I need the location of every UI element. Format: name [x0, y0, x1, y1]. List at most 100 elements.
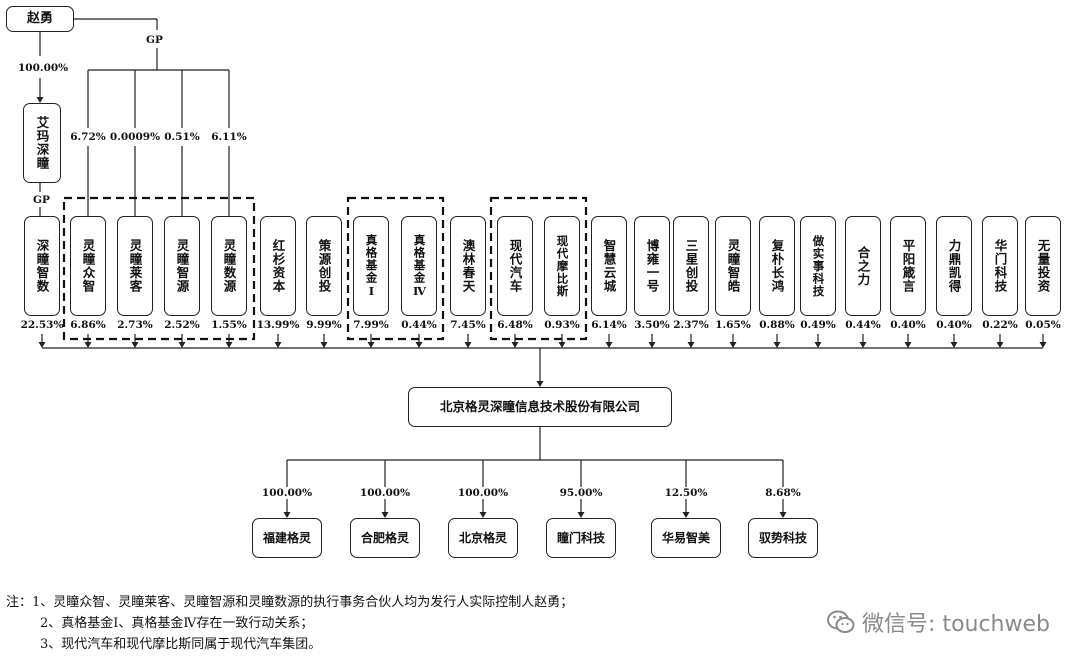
shareholder-name: 真格基金Ⅰ	[364, 233, 379, 299]
subsidiary-arrow-head	[381, 512, 389, 518]
shareholder-pct: 0.88%	[759, 319, 795, 331]
shareholder-name: 博雍一号	[644, 239, 660, 293]
aima-box: 艾玛深瞳	[23, 103, 61, 183]
shareholder-arrow-head	[729, 342, 737, 348]
shareholder-arrow-head	[859, 342, 867, 348]
shareholder-arrow-head	[773, 342, 781, 348]
shareholder-pct: 2.52%	[164, 319, 200, 331]
gp-pct: 6.11%	[211, 131, 247, 143]
shareholder-arrow-head	[464, 342, 472, 348]
shareholder-arrow-head	[814, 342, 822, 348]
shareholder-box: 华门科技	[982, 216, 1018, 316]
shareholder-pct: 0.40%	[936, 319, 972, 331]
shareholder-pct: 13.99%	[256, 319, 300, 331]
subsidiary-pct: 8.68%	[753, 487, 813, 499]
shareholder-arrow-head	[131, 342, 139, 348]
founder-box: 赵勇	[6, 6, 74, 32]
shareholder-arrow-head	[904, 342, 912, 348]
shareholder-arrow-head	[367, 342, 375, 348]
shareholder-box: 复朴长鸿	[759, 216, 795, 316]
shareholder-arrow-head	[1039, 342, 1047, 348]
shareholder-arrow-head	[996, 342, 1004, 348]
shareholder-box: 策源创投	[306, 216, 342, 316]
shareholder-pct: 3.50%	[634, 319, 670, 331]
shareholder-box: 澳林春天	[450, 216, 486, 316]
watermark-text: 微信号: touchweb	[862, 612, 1050, 637]
shareholder-name: 现代摩比斯	[555, 234, 570, 298]
shareholder-box: 做实事科技	[800, 216, 836, 316]
shareholder-name: 合之力	[855, 245, 871, 287]
shareholder-pct: 7.99%	[353, 319, 389, 331]
shareholder-arrow-head	[558, 342, 566, 348]
shareholder-arrow-head	[320, 342, 328, 348]
shareholder-box: 灵瞳数源	[211, 216, 247, 316]
founder-aima-pct: 100.00%	[18, 62, 69, 74]
shareholder-pct: 1.65%	[715, 319, 751, 331]
shareholder-name: 现代汽车	[507, 239, 523, 293]
aima-name: 艾玛深瞳	[34, 116, 50, 170]
subsidiary-box: 华易智美	[651, 518, 721, 558]
gp-label-top: GP	[146, 34, 163, 46]
company-arrow-head	[536, 381, 544, 387]
subsidiary-name: 驭势科技	[758, 531, 807, 545]
shareholder-box: 三星创投	[673, 216, 709, 316]
shareholder-pct: 0.44%	[401, 319, 437, 331]
shareholder-box: 合之力	[845, 216, 881, 316]
shareholder-pct: 0.40%	[890, 319, 926, 331]
shareholder-pct: 0.05%	[1025, 319, 1061, 331]
subsidiary-name: 福建格灵	[262, 531, 311, 545]
subsidiary-arrow-head	[479, 512, 487, 518]
shareholder-box: 灵瞳众智	[70, 216, 106, 316]
note-2: 2、真格基金Ⅰ、真格基金Ⅳ存在一致行动关系；	[40, 616, 314, 631]
aima-arrow-head	[36, 97, 44, 103]
shareholder-box: 现代摩比斯	[544, 216, 580, 316]
gp-pct: 0.51%	[164, 131, 200, 143]
shareholder-arrow-head	[511, 342, 519, 348]
group-lingtong-partners	[62, 196, 256, 341]
shareholder-name: 灵瞳众智	[80, 239, 96, 293]
subsidiary-arrow-head	[577, 512, 585, 518]
shareholder-name: 三星创投	[683, 239, 699, 293]
wechat-icon	[827, 610, 855, 633]
shareholder-name: 灵瞳数源	[221, 239, 237, 293]
shareholder-pct: 2.73%	[117, 319, 153, 331]
shareholder-pct: 6.14%	[591, 319, 627, 331]
shareholder-box: 灵瞳智源	[164, 216, 200, 316]
note-3: 3、现代汽车和现代摩比斯同属于现代汽车集团。	[40, 637, 322, 652]
subsidiary-arrow-head	[779, 512, 787, 518]
subsidiary-name: 瞳门科技	[556, 531, 605, 545]
shareholder-name: 无量投资	[1035, 239, 1051, 293]
shareholder-box: 力鼎凯得	[936, 216, 972, 316]
subsidiary-pct: 95.00%	[551, 487, 611, 499]
shareholder-arrow-head	[605, 342, 613, 348]
shareholder-box: 无量投资	[1025, 216, 1061, 316]
subsidiary-pct: 100.00%	[355, 487, 415, 499]
shareholder-pct: 6.48%	[497, 319, 533, 331]
subsidiary-box: 合肥格灵	[350, 518, 420, 558]
subsidiary-box: 北京格灵	[448, 518, 518, 558]
shareholder-pct: 1.55%	[211, 319, 247, 331]
shareholder-name: 华门科技	[992, 239, 1008, 293]
shareholder-pct: 0.44%	[845, 319, 881, 331]
company-name: 北京格灵深瞳信息技术股份有限公司	[439, 399, 640, 414]
shareholder-name: 智慧云城	[601, 239, 617, 293]
shareholder-pct: 0.93%	[544, 319, 580, 331]
shareholder-name: 灵瞳智皓	[725, 239, 741, 293]
shareholder-pct: 6.86%	[70, 319, 106, 331]
subsidiary-box: 瞳门科技	[546, 518, 616, 558]
shareholder-box: 灵瞳莱客	[117, 216, 153, 316]
shareholder-box: 平阳箴言	[890, 216, 926, 316]
shareholder-box: 真格基金Ⅰ	[353, 216, 389, 316]
shareholder-name: 红杉资本	[270, 239, 286, 293]
shareholder-arrow-head	[38, 342, 46, 348]
founder-name: 赵勇	[26, 11, 53, 26]
shareholder-pct: 7.45%	[450, 319, 486, 331]
subsidiary-name: 北京格灵	[458, 531, 507, 545]
company-box: 北京格灵深瞳信息技术股份有限公司	[408, 387, 672, 427]
shareholder-box: 现代汽车	[497, 216, 533, 316]
shareholder-arrow-head	[225, 342, 233, 348]
gp-label-aima: GP	[33, 194, 50, 206]
subsidiary-pct: 12.50%	[656, 487, 716, 499]
shareholder-pct: 22.53%	[20, 319, 64, 331]
